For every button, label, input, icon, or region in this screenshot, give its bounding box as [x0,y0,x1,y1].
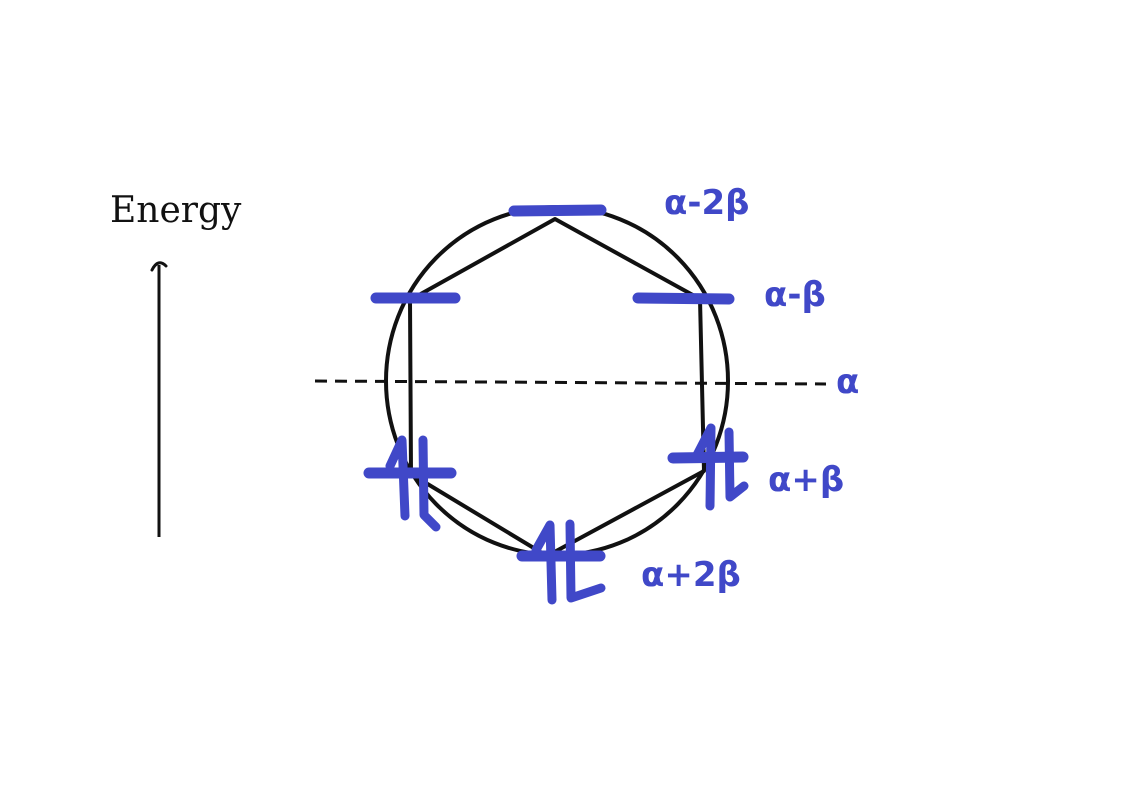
electron-spin-down [724,427,749,502]
energy-axis-label: Energy [110,190,242,231]
level-alpha-plus-beta-right: α+β [667,423,844,511]
energy-axis-arrowhead [150,261,168,272]
electron-spin-up [531,520,557,605]
level-label: α+β [768,460,844,500]
alpha-label: α [836,362,859,402]
level-bar [508,204,607,217]
alpha-dashed-line [314,379,827,386]
electron-pair [385,435,441,532]
electron-spin-up [385,435,410,521]
energy-axis: Energy [110,190,242,537]
level-alpha-plus-beta-left [363,435,457,532]
level-label: α-β [764,275,826,315]
benzene-hexagon [408,217,706,558]
level-alpha-plus-2beta: α+2β [516,519,741,605]
level-label: α+2β [641,555,741,595]
level-alpha-minus-beta-right: α-β [632,275,826,315]
level-label: α-2β [664,183,749,223]
electron-spin-down [418,435,441,532]
electron-pair [692,423,749,511]
electron-spin-up [692,423,716,511]
electron-pair [531,519,606,605]
electron-spin-down [565,519,606,603]
energy-levels: α-2β α-β α+β [363,183,844,605]
alpha-reference: α [314,362,859,402]
level-alpha-minus-2beta: α-2β [508,183,749,223]
level-bar [632,292,735,305]
